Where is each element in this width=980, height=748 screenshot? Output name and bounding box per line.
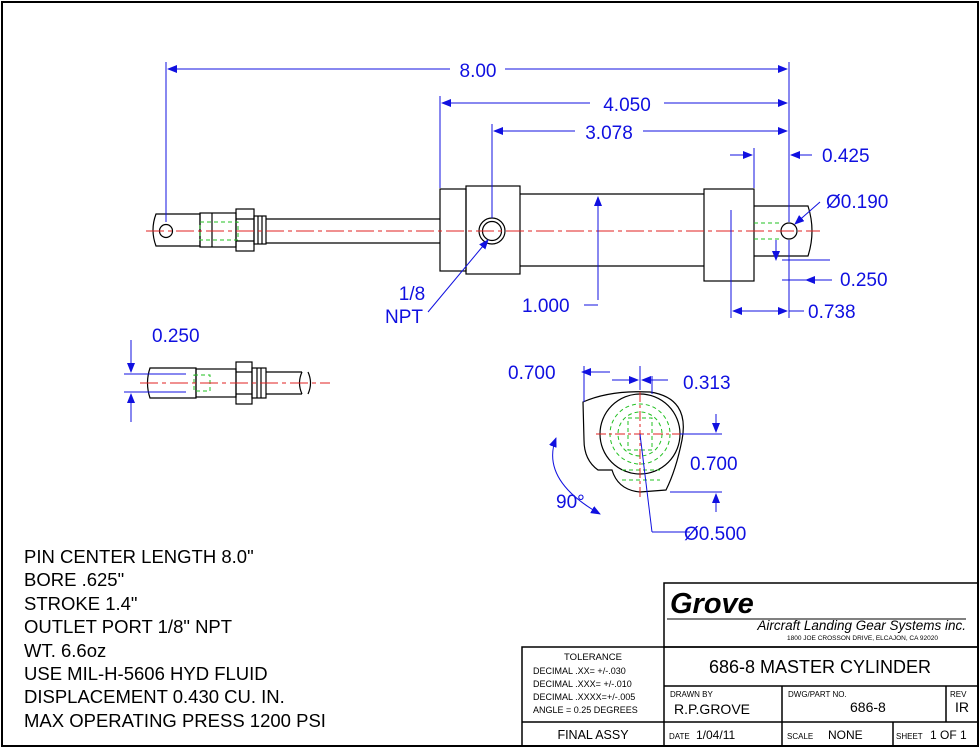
company-logo: Grove bbox=[670, 588, 754, 620]
title-block bbox=[521, 582, 979, 747]
scale: NONE bbox=[828, 728, 863, 742]
dim-end-view-angle: 90° bbox=[556, 492, 585, 513]
note-line: WT. 6.6oz bbox=[24, 639, 107, 661]
cylinder-side-view bbox=[152, 185, 813, 282]
end-view bbox=[582, 391, 684, 493]
tolerance-line: DECIMAL .XXXX=+/-.005 bbox=[533, 692, 635, 702]
company-address: 1800 JOE CROSSON DRIVE, ELCAJON, CA 9202… bbox=[787, 635, 938, 642]
note-line: USE MIL-H-5606 HYD FLUID bbox=[24, 663, 268, 685]
sheet-label: SHEET bbox=[896, 732, 923, 741]
dim-port-to-pin: 3.078 bbox=[585, 123, 633, 144]
note-line: MAX OPERATING PRESS 1200 PSI bbox=[24, 709, 326, 731]
part-no-label: DWG/PART NO. bbox=[788, 690, 847, 699]
dim-end-view-width: 0.700 bbox=[508, 363, 556, 384]
date: 1/04/11 bbox=[696, 728, 735, 742]
drawn-by: R.P.GROVE bbox=[674, 701, 750, 717]
tolerance-title: TOLERANCE bbox=[564, 652, 622, 663]
tolerance-line: DECIMAL .XXX= +/-.010 bbox=[533, 679, 632, 689]
dim-overall-length: 8.00 bbox=[460, 61, 497, 82]
note-line: STROKE 1.4" bbox=[24, 592, 138, 614]
scale-label: SCALE bbox=[787, 732, 813, 741]
sheet: 1 OF 1 bbox=[930, 728, 967, 742]
date-label: DATE bbox=[669, 732, 690, 741]
dim-cap-length: 0.738 bbox=[808, 302, 856, 323]
dim-end-view-offset: 0.313 bbox=[683, 373, 731, 394]
note-line: OUTLET PORT 1/8" NPT bbox=[24, 616, 233, 638]
note-line: BORE .625" bbox=[24, 569, 125, 591]
general-notes: PIN CENTER LENGTH 8.0" BORE .625" STROKE… bbox=[24, 545, 326, 732]
note-line: PIN CENTER LENGTH 8.0" bbox=[24, 546, 254, 567]
tolerance-line: ANGLE = 0.25 DEGREES bbox=[533, 705, 638, 715]
port-label-size: 1/8 bbox=[399, 284, 425, 305]
port-label-thread: NPT bbox=[385, 307, 423, 328]
drawing-title: 686-8 MASTER CYLINDER bbox=[709, 657, 931, 677]
company-name: Aircraft Landing Gear Systems inc. bbox=[756, 618, 966, 633]
dim-rod-end-slot: 0.250 bbox=[152, 326, 200, 347]
hidden-lines bbox=[199, 221, 782, 241]
dim-cap-width: 0.425 bbox=[822, 146, 870, 167]
dim-body-height: 1.000 bbox=[522, 296, 570, 317]
final-assy: FINAL ASSY bbox=[557, 728, 629, 742]
rev: IR bbox=[955, 699, 969, 715]
dim-end-view-height: 0.700 bbox=[690, 454, 738, 475]
dim-barrel-to-pin: 4.050 bbox=[603, 95, 651, 116]
note-line: DISPLACEMENT 0.430 CU. IN. bbox=[24, 686, 285, 708]
dim-slot-width: 0.250 bbox=[840, 270, 888, 291]
dim-end-view-bore: Ø0.500 bbox=[684, 524, 746, 545]
tolerance-line: DECIMAL .XX= +/-.030 bbox=[533, 666, 626, 676]
part-no: 686-8 bbox=[850, 699, 886, 715]
dim-pin-hole: Ø0.190 bbox=[826, 192, 888, 213]
rev-label: REV bbox=[950, 690, 967, 699]
drawn-by-label: DRAWN BY bbox=[670, 690, 713, 699]
